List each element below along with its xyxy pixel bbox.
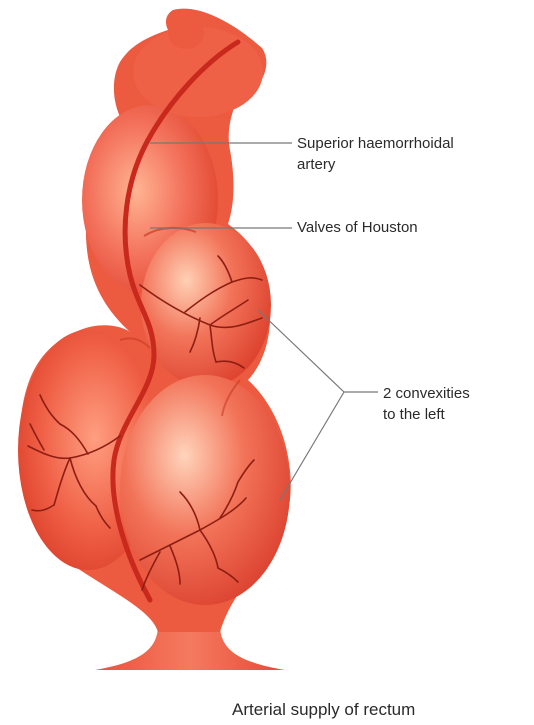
label-artery-line1: Superior haemorrhoidal: [297, 133, 454, 154]
label-artery-line2: artery: [297, 154, 454, 175]
label-valves-of-houston: Valves of Houston: [297, 217, 418, 238]
lower-right-segment: [120, 375, 290, 605]
label-superior-haemorrhoidal-artery: Superior haemorrhoidal artery: [297, 133, 454, 175]
convexity-leader-lower: [280, 392, 344, 500]
convexity-leader-upper: [258, 310, 344, 392]
anal-canal: [95, 628, 285, 670]
label-valves-text: Valves of Houston: [297, 217, 418, 238]
label-convex-line1: 2 convexities: [383, 383, 470, 404]
label-convex-line2: to the left: [383, 404, 470, 425]
top-knob: [168, 17, 204, 49]
figure-caption: Arterial supply of rectum: [232, 700, 415, 720]
middle-segment: [141, 223, 271, 387]
label-convexities: 2 convexities to the left: [383, 383, 470, 425]
